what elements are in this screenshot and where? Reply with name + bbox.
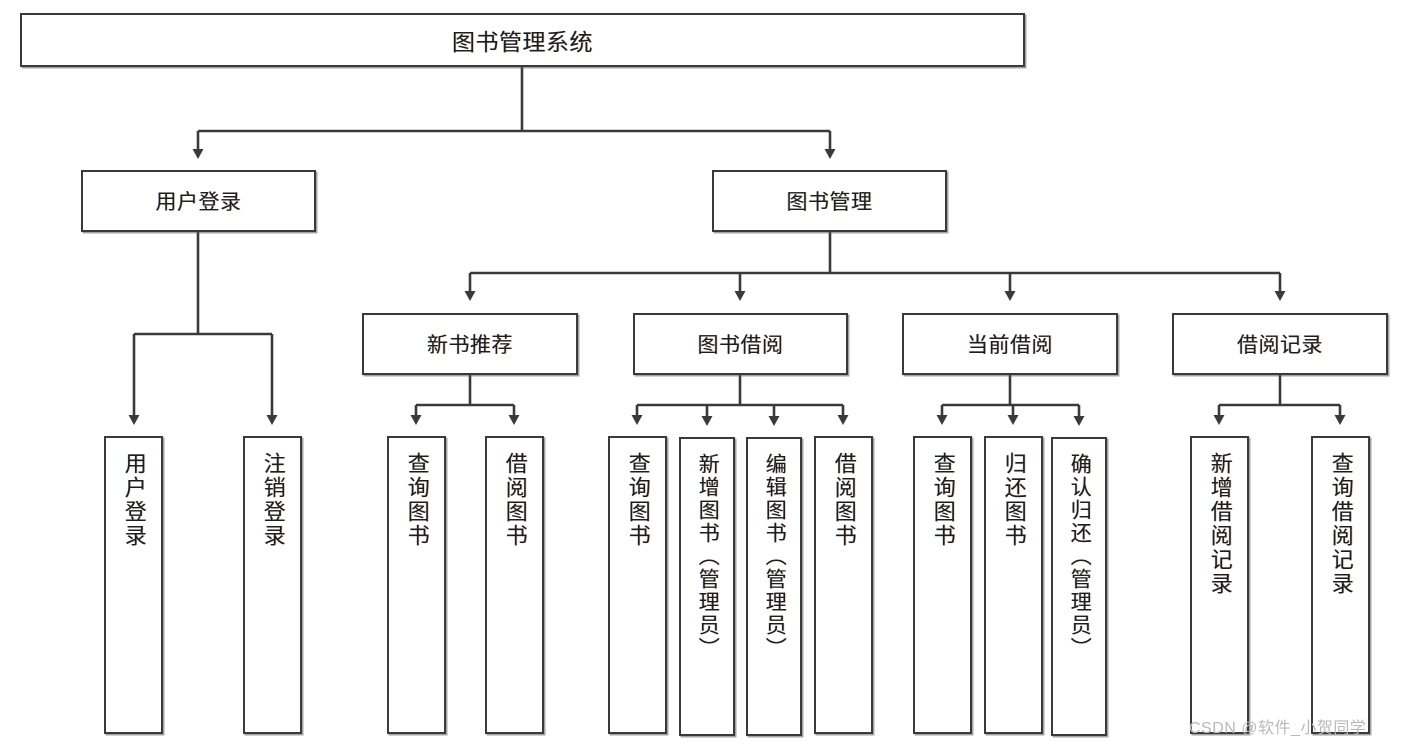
node-leaf-add-book[interactable]: 新增图书（管理员） <box>679 437 735 736</box>
node-user-login-label: 用户登录 <box>155 191 242 214</box>
node-leaf-query-record[interactable]: 查询借阅记录 <box>1311 436 1370 734</box>
node-leaf-edit-book[interactable]: 编辑图书（管理员） <box>746 437 802 736</box>
node-book-borrow[interactable]: 图书借阅 <box>633 313 848 375</box>
node-root-label: 图书管理系统 <box>452 29 593 55</box>
node-leaf-query-record-label: 查询借阅记录 <box>1328 452 1354 596</box>
node-user-login[interactable]: 用户登录 <box>81 170 316 232</box>
node-leaf-query-book-3[interactable]: 查询图书 <box>913 436 972 734</box>
node-leaf-return-book[interactable]: 归还图书 <box>984 436 1043 734</box>
node-leaf-query-book-1[interactable]: 查询图书 <box>387 436 446 734</box>
node-leaf-confirm-return[interactable]: 确认归还（管理员） <box>1051 437 1107 736</box>
node-root[interactable]: 图书管理系统 <box>20 13 1025 67</box>
node-leaf-query-book-1-label: 查询图书 <box>404 452 430 548</box>
node-borrow-record[interactable]: 借阅记录 <box>1172 313 1388 375</box>
node-borrow-record-label: 借阅记录 <box>1237 334 1323 357</box>
node-leaf-query-book-3-label: 查询图书 <box>930 452 956 548</box>
node-leaf-add-record[interactable]: 新增借阅记录 <box>1190 436 1249 734</box>
node-book-borrow-label: 图书借阅 <box>697 334 784 357</box>
node-leaf-logout[interactable]: 注销登录 <box>243 436 302 734</box>
node-new-book-rec[interactable]: 新书推荐 <box>362 313 578 375</box>
node-book-manage[interactable]: 图书管理 <box>712 170 947 232</box>
node-leaf-user-login[interactable]: 用户登录 <box>104 436 163 734</box>
node-leaf-borrow-book-2-label: 借阅图书 <box>831 452 857 548</box>
node-leaf-add-book-label: 新增图书（管理员） <box>696 453 720 660</box>
node-leaf-confirm-return-label: 确认归还（管理员） <box>1068 453 1092 660</box>
node-leaf-borrow-book-1-label: 借阅图书 <box>502 452 528 548</box>
node-leaf-query-book-2-label: 查询图书 <box>625 452 651 548</box>
node-book-manage-label: 图书管理 <box>786 191 873 214</box>
node-leaf-logout-label: 注销登录 <box>260 452 286 548</box>
node-new-book-rec-label: 新书推荐 <box>427 334 513 357</box>
node-leaf-edit-book-label: 编辑图书（管理员） <box>763 453 787 660</box>
node-leaf-borrow-book-1[interactable]: 借阅图书 <box>485 436 544 734</box>
node-current-borrow[interactable]: 当前借阅 <box>902 313 1118 375</box>
node-leaf-add-record-label: 新增借阅记录 <box>1207 452 1233 596</box>
node-current-borrow-label: 当前借阅 <box>967 334 1053 357</box>
csdn-watermark: CSDN @软件_小贺同学 <box>1189 720 1367 737</box>
node-leaf-return-book-label: 归还图书 <box>1001 452 1027 548</box>
node-leaf-user-login-label: 用户登录 <box>121 452 147 548</box>
node-leaf-borrow-book-2[interactable]: 借阅图书 <box>814 436 873 734</box>
node-leaf-query-book-2[interactable]: 查询图书 <box>608 436 667 734</box>
